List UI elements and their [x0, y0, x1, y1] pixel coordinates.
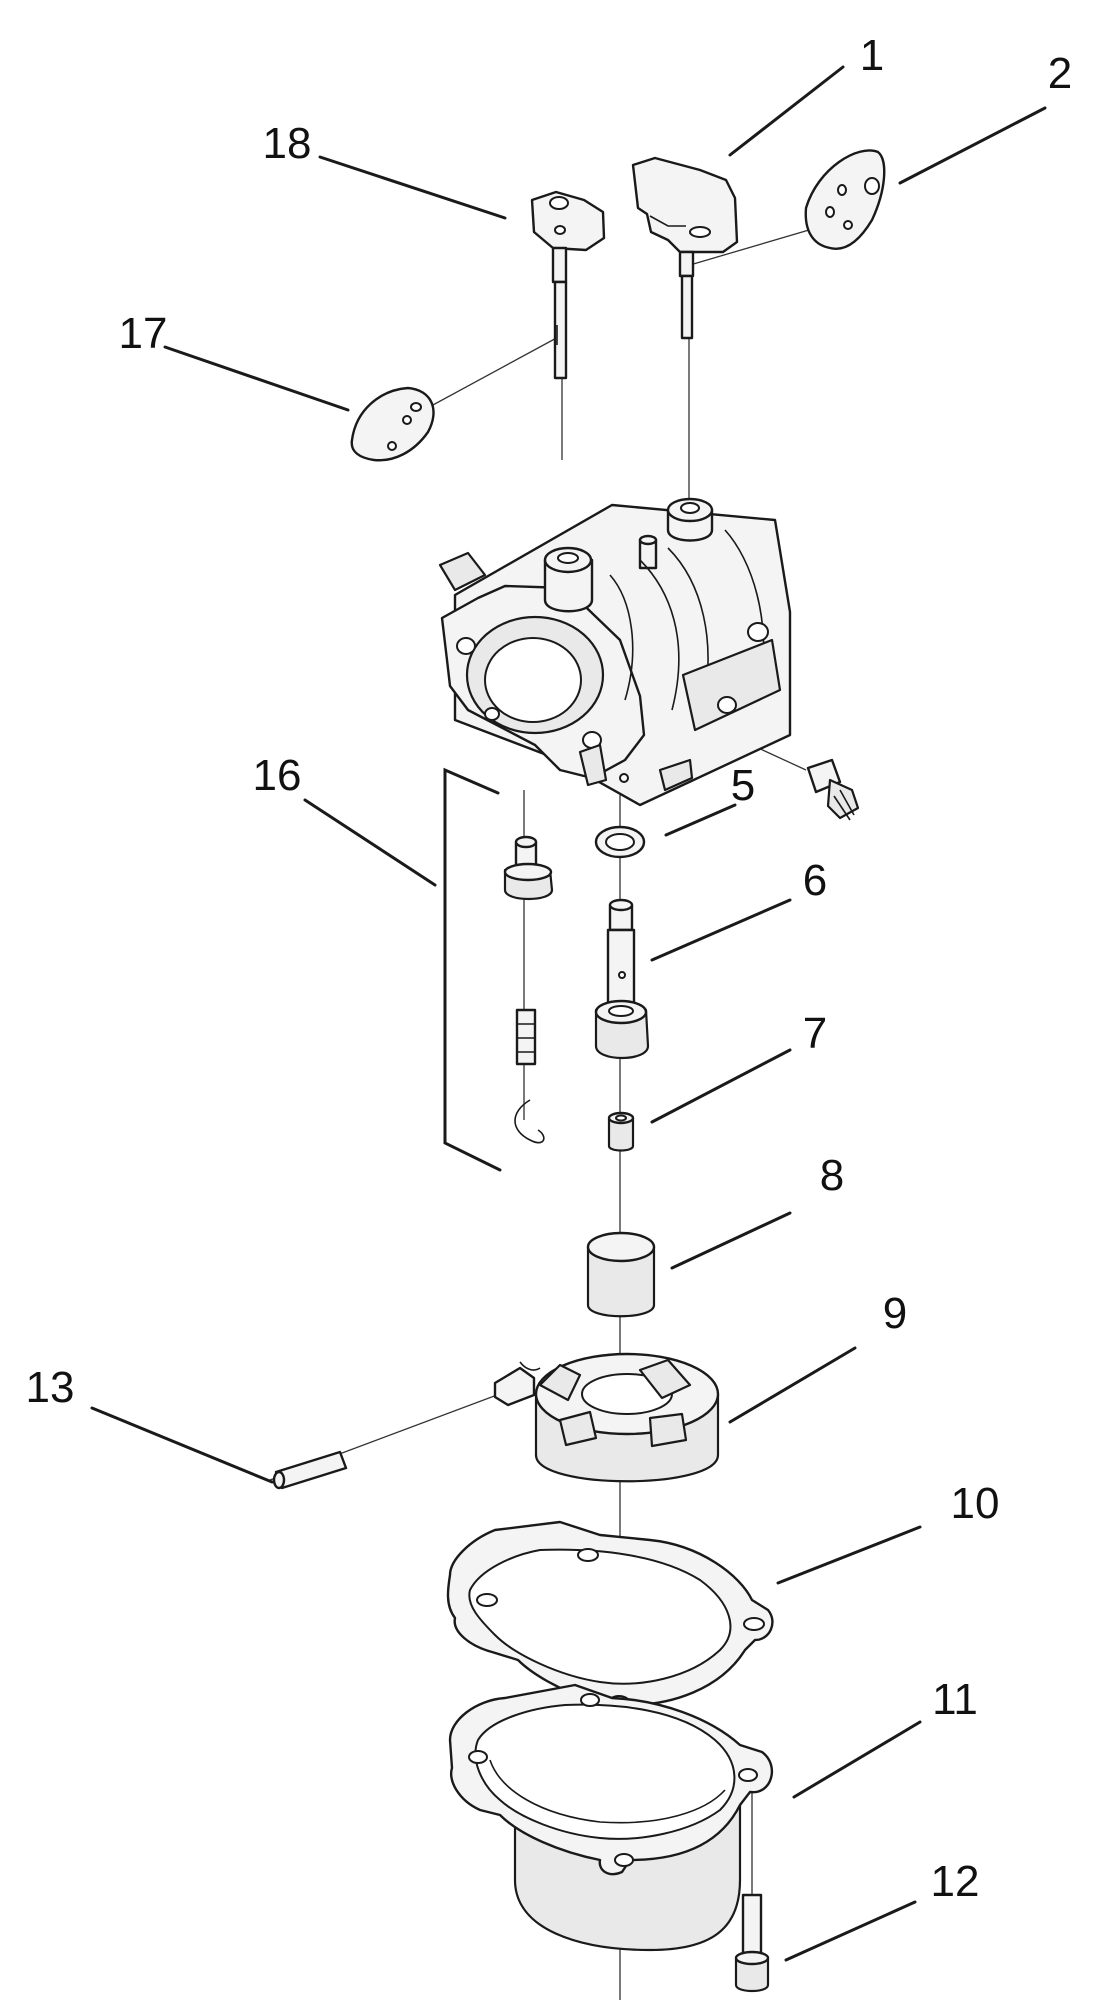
callout-10: 10 [951, 1479, 1000, 1528]
part-9-float-assembly [493, 1352, 720, 1483]
callout-2: 2 [1048, 49, 1072, 98]
part-8-float [586, 1231, 656, 1318]
idle-screw [806, 758, 860, 821]
part-6-main-nozzle [594, 898, 650, 1060]
callout-17: 17 [119, 309, 168, 358]
part-16-inlet-needle-assembly [443, 767, 554, 1172]
part-18-throttle-shaft [530, 190, 606, 380]
callout-7: 7 [803, 1009, 827, 1058]
callout-16: 16 [253, 751, 302, 800]
part-1-choke-shaft [631, 156, 739, 340]
callout-12: 12 [931, 1857, 980, 1906]
part-12-bowl-screw [734, 1893, 770, 1993]
callout-1: 1 [860, 31, 884, 80]
part-11-float-bowl [448, 1683, 773, 1952]
callout-8: 8 [820, 1151, 844, 1200]
callout-leader-lines [90, 65, 1047, 1962]
callout-11: 11 [932, 1675, 978, 1724]
callout-labels: 1 2 5 6 7 8 9 10 11 12 13 16 17 18 [26, 31, 1073, 1906]
callout-5: 5 [731, 761, 755, 810]
callout-18: 18 [263, 119, 312, 168]
callout-6: 6 [803, 856, 827, 905]
callout-13: 13 [26, 1363, 75, 1412]
carburetor-body [438, 497, 792, 807]
part-7-jet [607, 1111, 635, 1152]
part-5-o-ring [594, 825, 646, 859]
part-10-float-bowl-gasket [446, 1520, 774, 1721]
callout-9: 9 [883, 1289, 907, 1338]
part-2-choke-plate [804, 149, 886, 250]
part-13-float-pin [272, 1450, 348, 1490]
part-17-throttle-plate [350, 386, 435, 462]
